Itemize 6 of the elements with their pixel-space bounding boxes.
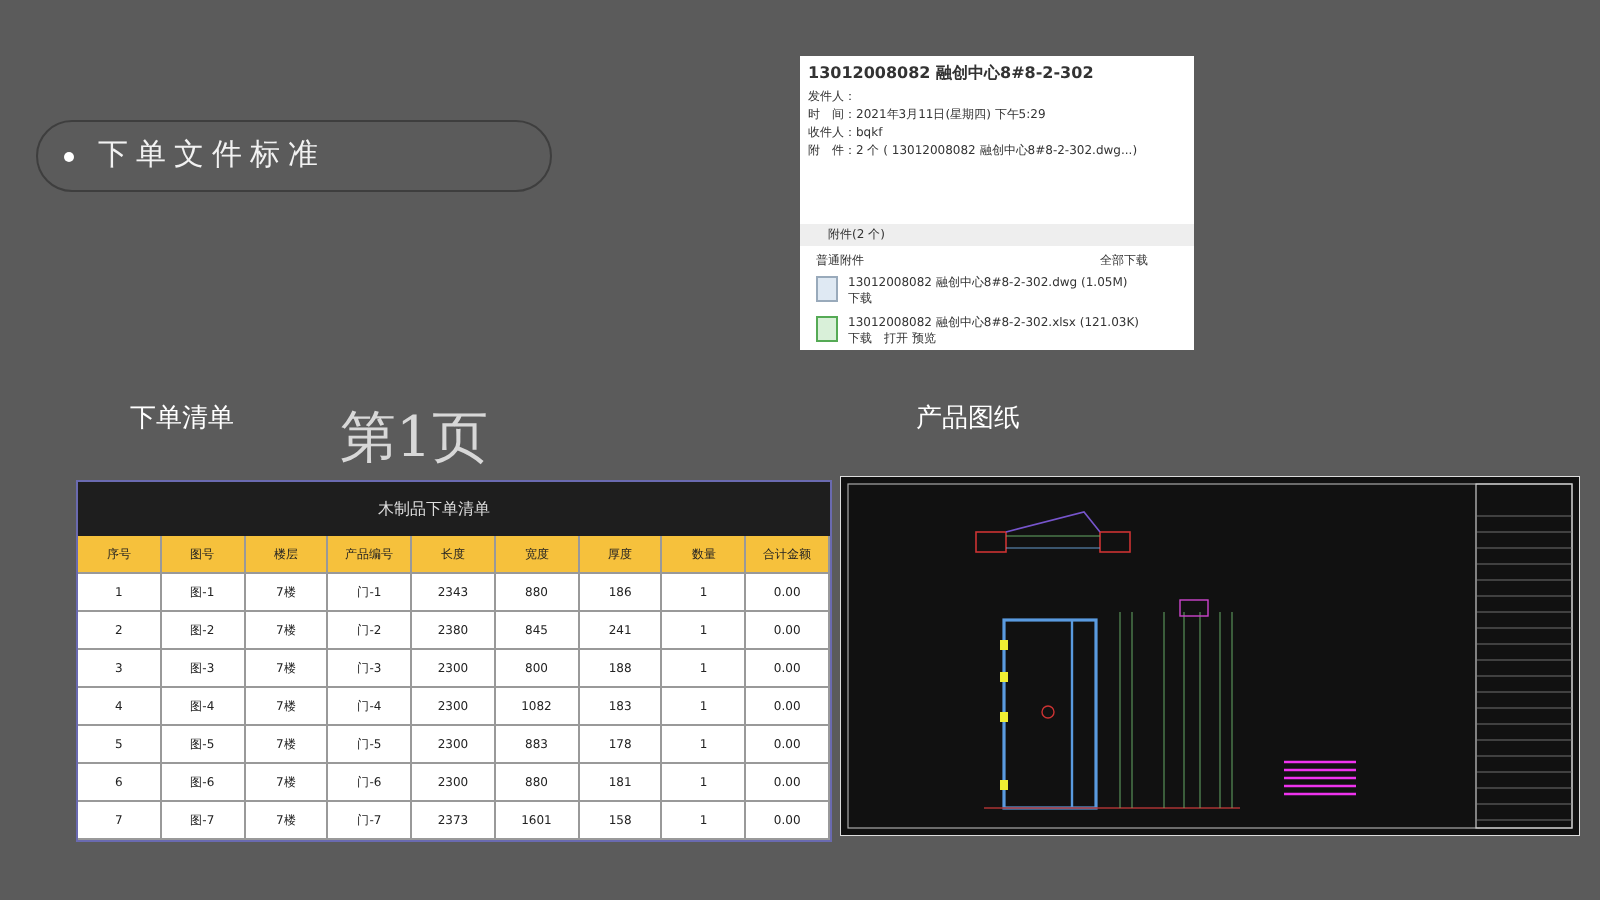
email-subject: 13012008082 融创中心8#8-2-302 xyxy=(808,64,1094,84)
sheet-title: 木制品下单清单 xyxy=(378,498,490,520)
slide-title: 下单文件标准 xyxy=(98,136,326,174)
page-number-overlay: 第1页 xyxy=(340,402,488,474)
section-heading: 下单清单 xyxy=(130,402,234,436)
section-heading: 产品图纸 xyxy=(916,402,1020,436)
